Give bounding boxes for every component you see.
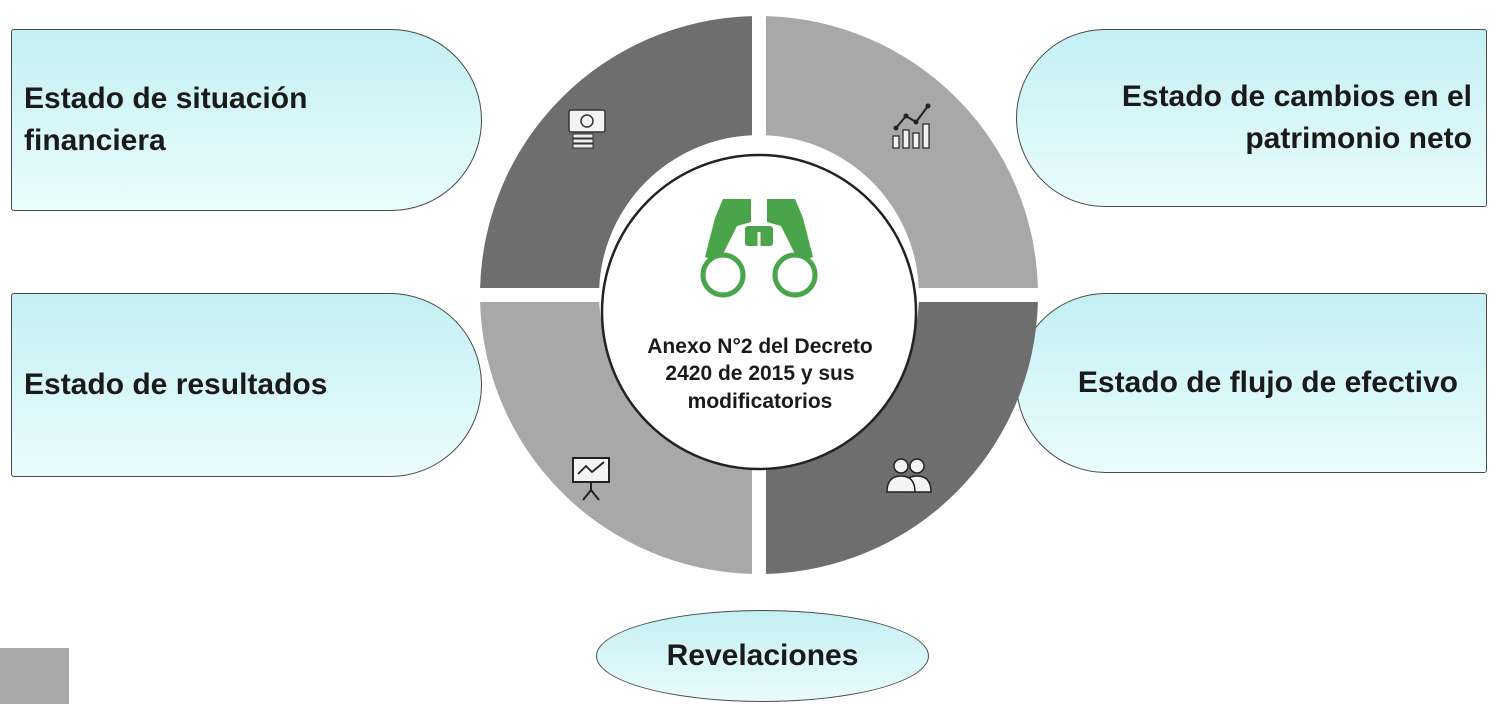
users-icon bbox=[886, 458, 932, 493]
box-label-line: financiera bbox=[24, 124, 166, 157]
presentation-board-icon bbox=[572, 457, 610, 501]
box-label-line: Estado de resultados bbox=[24, 368, 328, 401]
money-icon bbox=[568, 109, 606, 149]
box-label-line: Estado de situación bbox=[24, 82, 308, 115]
box-estado-situacion-financiera: Estado de situación financiera bbox=[11, 29, 482, 211]
segment-top-left bbox=[480, 16, 752, 288]
center-label-line: modificatorios bbox=[687, 389, 833, 413]
center-label-line: Anexo N°2 del Decreto bbox=[647, 335, 873, 358]
segment-bottom-left bbox=[480, 302, 752, 574]
gray-swatch bbox=[0, 648, 69, 704]
binoculars-icon bbox=[700, 199, 818, 298]
box-estado-cambios-patrimonio: Estado de cambios en el patrimonio neto bbox=[1016, 29, 1487, 207]
revelaciones-label: Revelaciones bbox=[666, 639, 859, 672]
box-label-line: patrimonio neto bbox=[1245, 122, 1472, 155]
segment-bottom-right bbox=[766, 302, 1038, 574]
center-circle bbox=[600, 153, 918, 471]
growth-chart-icon bbox=[892, 103, 931, 149]
center-label-line: 2420 de 2015 y sus bbox=[665, 362, 855, 386]
box-label-line: Estado de flujo de efectivo bbox=[1077, 366, 1458, 399]
center-label: Anexo N°2 del Decreto 2420 de 2015 y sus… bbox=[620, 333, 900, 415]
revelaciones-ellipse: Revelaciones bbox=[596, 610, 929, 702]
box-label-line: Estado de cambios en el bbox=[1121, 80, 1472, 113]
box-estado-resultados: Estado de resultados bbox=[11, 293, 482, 477]
segment-top-right bbox=[766, 16, 1038, 288]
box-estado-flujo-efectivo: Estado de flujo de efectivo bbox=[1016, 293, 1487, 473]
